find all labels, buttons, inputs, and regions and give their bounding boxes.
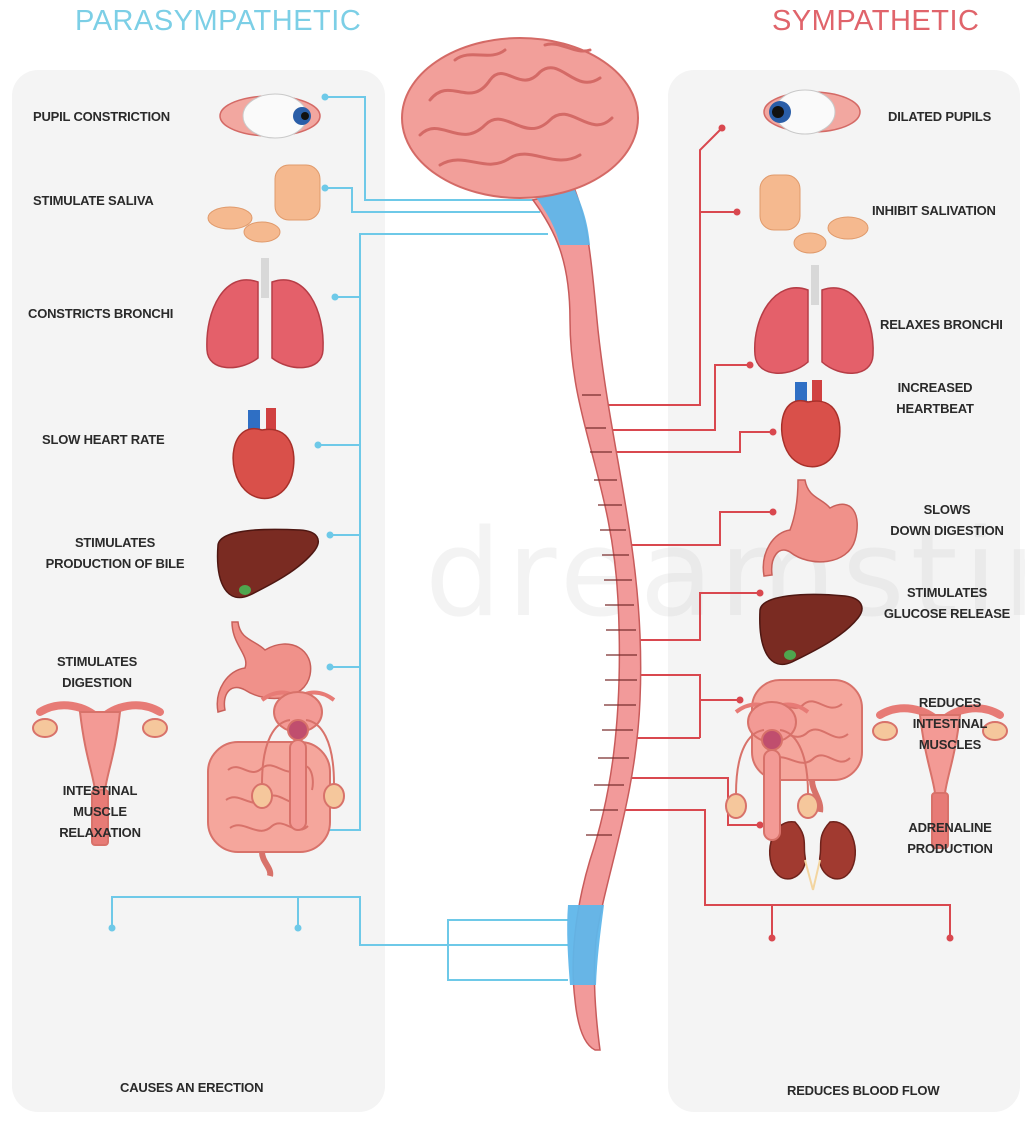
salivary-glands-icon — [760, 175, 868, 253]
eye-icon — [220, 94, 320, 138]
liver-icon — [760, 594, 862, 664]
label-pupil-constriction: PUPIL CONSTRICTION — [33, 106, 170, 127]
lungs-icon — [755, 265, 873, 373]
label-adrenaline-production: ADRENALINE PRODUCTION — [890, 817, 1010, 859]
heart-icon — [233, 408, 294, 498]
label-production-of-bile: STIMULATES PRODUCTION OF BILE — [30, 532, 200, 574]
label-constricts-bronchi: CONSTRICTS BRONCHI — [28, 303, 173, 324]
label-reduces-intestinal-muscles: REDUCES INTESTINAL MUSCLES — [895, 692, 1005, 755]
label-stimulates-glucose-release: STIMULATES GLUCOSE RELEASE — [872, 582, 1022, 624]
intestines-icon — [208, 742, 330, 876]
salivary-glands-icon — [208, 165, 320, 242]
kidneys-icon — [770, 822, 856, 890]
label-dilated-pupils: DILATED PUPILS — [888, 106, 991, 127]
heart-icon — [782, 380, 840, 467]
label-stimulate-saliva: STIMULATE SALIVA — [33, 190, 154, 211]
parasympathetic-title: PARASYMPATHETIC — [75, 5, 361, 38]
label-slows-down-digestion: SLOWS DOWN DIGESTION — [872, 499, 1022, 541]
sympathetic-title: SYMPATHETIC — [772, 5, 979, 38]
stomach-icon — [763, 480, 857, 576]
label-reduces-blood-flow: REDUCES BLOOD FLOW — [787, 1080, 939, 1101]
eye-icon — [764, 90, 860, 134]
liver-icon — [218, 529, 319, 597]
label-causes-an-erection: CAUSES AN ERECTION — [120, 1077, 263, 1098]
label-inhibit-salivation: INHIBIT SALIVATION — [872, 200, 996, 221]
label-increased-heartbeat: INCREASED HEARTBEAT — [880, 377, 990, 419]
label-slow-heart-rate: SLOW HEART RATE — [42, 429, 164, 450]
label-stimulates-digestion: STIMULATES DIGESTION — [42, 651, 152, 693]
brain-icon — [402, 38, 638, 198]
lungs-icon — [207, 258, 323, 368]
label-intestinal-muscle-relaxation: INTESTINAL MUSCLE RELAXATION — [45, 780, 155, 843]
label-relaxes-bronchi: RELAXES BRONCHI — [880, 314, 1003, 335]
